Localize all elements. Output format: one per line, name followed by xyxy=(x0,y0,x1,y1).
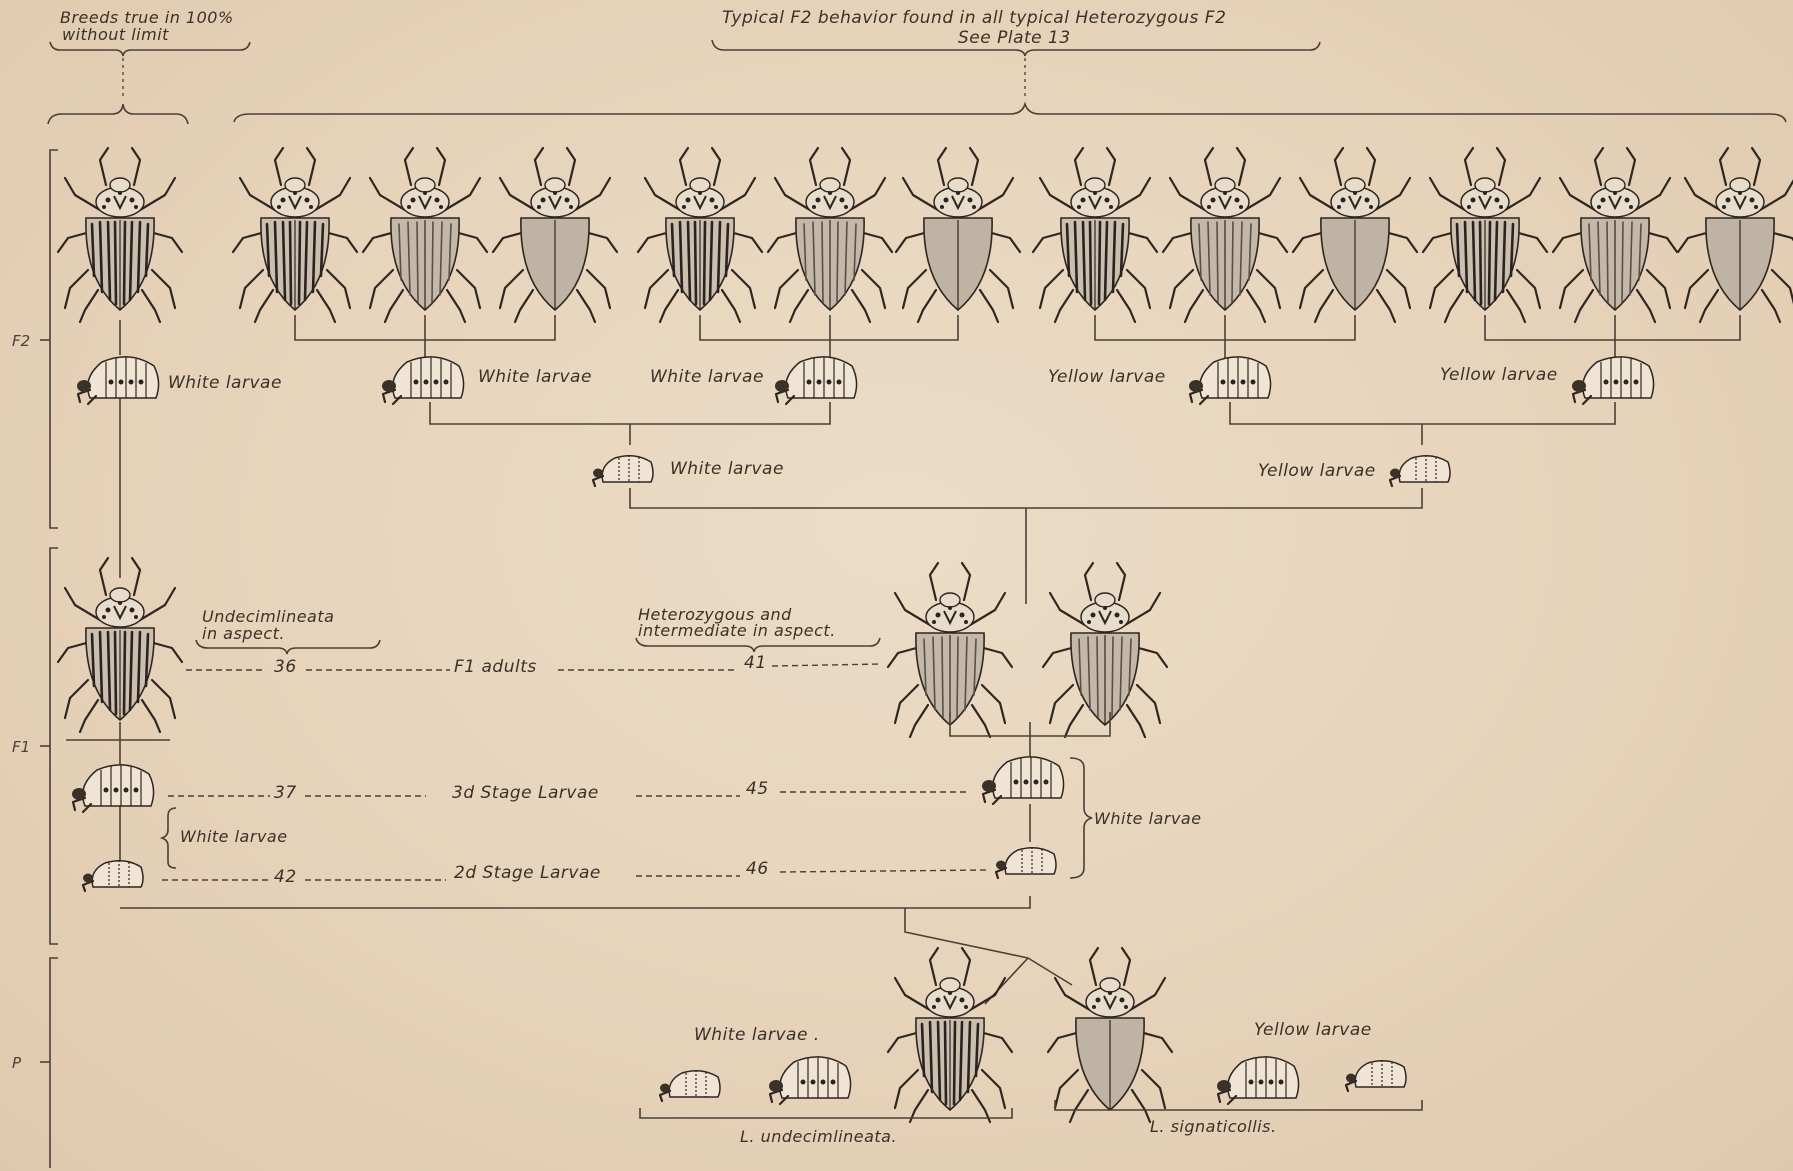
beetle-f2-striped-4 xyxy=(1423,148,1547,322)
larva-f1-2nd-stage-left xyxy=(83,860,143,891)
larva-p-yellow-small xyxy=(1346,1060,1406,1091)
larva-p-white-small xyxy=(660,1070,720,1101)
brace-breeds-true xyxy=(50,42,250,56)
label-white-larvae-1: White larvae xyxy=(168,373,282,393)
bracket-p xyxy=(50,958,58,1168)
label-white-larvae-4: White larvae xyxy=(670,459,784,479)
beetle-f2-medium-3 xyxy=(1163,148,1287,322)
label-l-undecimlineata: L. undecimlineata. xyxy=(740,1127,897,1146)
larva-f1-2nd-stage-right xyxy=(996,847,1056,878)
label-white-larvae-2: White larvae xyxy=(478,367,592,387)
beetle-f2-striped-3 xyxy=(1033,148,1157,322)
beetle-f2-medium-4 xyxy=(1553,148,1677,322)
larva-f2-homozygous xyxy=(77,357,159,404)
beetle-f2-striped-2 xyxy=(638,148,762,322)
label-undecim-aspect-2: in aspect. xyxy=(202,624,285,643)
count-37: 37 xyxy=(274,783,297,803)
label-hetero-aspect-2: intermediate in aspect. xyxy=(638,621,836,640)
larva-p-white-large xyxy=(769,1057,851,1104)
larva-f1-3rd-stage-right xyxy=(982,757,1064,804)
beetle-f2-medium-1 xyxy=(363,148,487,322)
beetle-f2-striped-1 xyxy=(233,148,357,322)
count-46: 46 xyxy=(746,859,769,879)
gen-label-p: P xyxy=(12,1054,22,1072)
beetle-f2-plain-4 xyxy=(1678,148,1793,322)
beetle-f2-plain-1 xyxy=(493,148,617,322)
beetle-f2-plain-3 xyxy=(1293,148,1417,322)
larva-f2-group-3 xyxy=(1189,357,1271,404)
larva-f2-group-2 xyxy=(775,357,857,404)
beetle-p-undecimlineata xyxy=(888,948,1012,1122)
label-see-plate: See Plate 13 xyxy=(958,28,1071,48)
bracket-f1 xyxy=(50,548,58,944)
label-white-larvae-f1-left: White larvae xyxy=(180,827,288,846)
bracket-undecimlineata xyxy=(640,1108,1012,1118)
label-yellow-larvae-2: Yellow larvae xyxy=(1440,365,1558,385)
larva-f2-group-4 xyxy=(1572,357,1654,404)
label-yellow-larvae-1: Yellow larvae xyxy=(1048,367,1166,387)
count-41: 41 xyxy=(744,653,767,673)
gen-label-f2: F2 xyxy=(12,332,30,350)
larva-f2-mid-white xyxy=(593,455,653,486)
larva-p-yellow-large xyxy=(1217,1057,1299,1104)
label-stage3: 3d Stage Larvae xyxy=(452,783,599,803)
beetle-p-signaticollis xyxy=(1048,948,1172,1122)
brace-f1-white-left xyxy=(162,808,176,868)
brace-hetero xyxy=(636,638,880,652)
beetle-f1-undecimlineata xyxy=(58,558,182,732)
label-typical-f2: Typical F2 behavior found in all typical… xyxy=(722,8,1226,28)
beetle-f1-heterozygous-2 xyxy=(1043,563,1167,737)
larva-f2-group-1 xyxy=(382,357,464,404)
count-45: 45 xyxy=(746,779,769,799)
label-white-larvae-f1-right: White larvae xyxy=(1094,809,1202,828)
beetle-f1-heterozygous-1 xyxy=(888,563,1012,737)
f2-tree-lines xyxy=(120,315,1740,604)
label-yellow-larvae-3: Yellow larvae xyxy=(1258,461,1376,481)
label-without-limit: without limit xyxy=(62,25,169,44)
label-yellow-larvae-p: Yellow larvae xyxy=(1254,1020,1372,1040)
f2-beetle-row xyxy=(58,148,1793,322)
brace-f1-white-right xyxy=(1070,758,1092,878)
count-42: 42 xyxy=(274,867,297,887)
bracket-f2 xyxy=(50,150,58,528)
label-white-larvae-p: White larvae . xyxy=(694,1025,820,1045)
brace-homozygous-group xyxy=(48,104,188,124)
beetle-f2-plain-2 xyxy=(896,148,1020,322)
beetle-f2-homozygous xyxy=(58,148,182,322)
count-36: 36 xyxy=(274,657,297,677)
larva-f1-3rd-stage-left xyxy=(72,765,154,812)
beetle-f2-medium-2 xyxy=(768,148,892,322)
label-stage2: 2d Stage Larvae xyxy=(454,863,601,883)
larva-f2-mid-yellow xyxy=(1390,455,1450,486)
label-f1-adults: F1 adults xyxy=(454,657,537,677)
gen-label-f1: F1 xyxy=(12,738,30,756)
brace-heterozygous-group xyxy=(234,104,1786,122)
label-white-larvae-3: White larvae xyxy=(650,367,764,387)
label-l-signaticollis: L. signaticollis. xyxy=(1150,1117,1277,1136)
f1-tree-lines xyxy=(66,712,1110,1004)
